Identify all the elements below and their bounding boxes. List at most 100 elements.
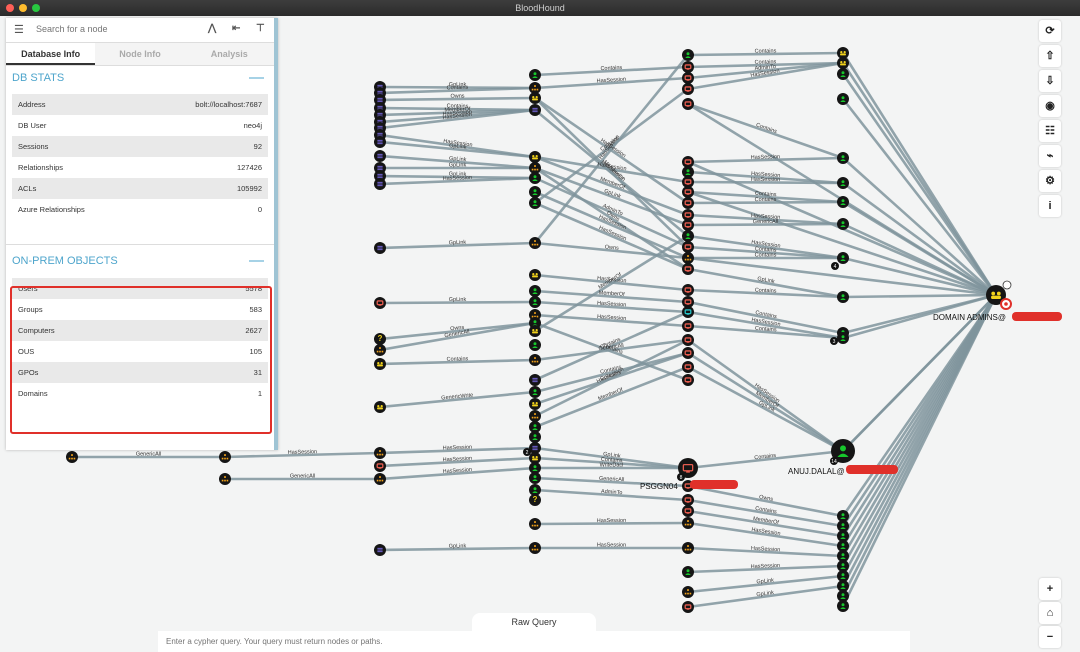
graph-node-computer[interactable] (682, 98, 694, 110)
graph-canvas[interactable]: GpLinkContainsOwnsContainsMemberOfHasSes… (0, 16, 1080, 652)
graph-node-user[interactable] (529, 462, 541, 474)
node-circle[interactable] (374, 358, 386, 370)
node-circle[interactable] (682, 347, 694, 359)
node-circle[interactable] (682, 176, 694, 188)
graph-node-user[interactable] (837, 510, 849, 522)
graph-node-computer[interactable] (682, 296, 694, 308)
graph-node-group[interactable] (986, 285, 1006, 305)
node-circle[interactable] (682, 306, 694, 318)
graph-node-group[interactable] (529, 452, 541, 464)
graph-node-user[interactable] (529, 172, 541, 184)
graph-node-ou[interactable] (219, 473, 231, 485)
graph-node-user[interactable] (837, 68, 849, 80)
graph-node-unknown[interactable]: ? (529, 494, 541, 506)
graph-node-computer[interactable] (682, 263, 694, 275)
node-circle[interactable] (529, 237, 541, 249)
node-search-input[interactable] (34, 23, 188, 35)
node-circle[interactable] (529, 269, 541, 281)
graph-node-group[interactable] (529, 398, 541, 410)
info-icon[interactable]: i (1039, 195, 1061, 217)
node-circle[interactable] (682, 83, 694, 95)
graph-node-group[interactable] (837, 57, 849, 69)
graph-node-computer[interactable] (682, 601, 694, 613)
node-circle[interactable] (374, 297, 386, 309)
graph-node-computer[interactable] (682, 61, 694, 73)
graph-node-ou[interactable] (529, 82, 541, 94)
graph-node-user[interactable] (529, 285, 541, 297)
graph-node-ou[interactable] (682, 517, 694, 529)
settings-icon[interactable]: ◉ (1039, 95, 1061, 117)
node-circle[interactable] (682, 542, 694, 554)
graph-node-user[interactable] (837, 590, 849, 602)
node-circle[interactable] (529, 92, 541, 104)
graph-node-computer[interactable] (682, 72, 694, 84)
graph-node-gpo[interactable] (529, 374, 541, 386)
graph-node-user[interactable] (837, 600, 849, 612)
graph-node-computer[interactable] (682, 284, 694, 296)
graph-node-user[interactable] (837, 152, 849, 164)
graph-node-user[interactable] (529, 386, 541, 398)
node-circle[interactable] (682, 284, 694, 296)
menu-icon[interactable]: ☰ (14, 24, 24, 36)
graph-node-gpo[interactable] (374, 242, 386, 254)
graph-node-computer[interactable] (682, 334, 694, 346)
graph-node-ou[interactable] (374, 344, 386, 356)
graph-node-user[interactable] (682, 230, 694, 242)
graph-node-ou[interactable] (374, 447, 386, 459)
filter-icon[interactable]: ⊤ (256, 23, 265, 34)
graph-node-ou[interactable] (219, 451, 231, 463)
node-circle[interactable] (529, 494, 541, 506)
graph-node-teal[interactable] (682, 306, 694, 318)
graph-node-computer[interactable] (682, 197, 694, 209)
graph-node-ou[interactable] (374, 473, 386, 485)
node-circle[interactable] (374, 401, 386, 413)
node-circle[interactable] (837, 57, 849, 69)
node-circle[interactable] (682, 252, 694, 264)
graph-node-user[interactable] (837, 550, 849, 562)
graph-node-user[interactable] (529, 484, 541, 496)
node-circle[interactable] (837, 47, 849, 59)
graph-node-user[interactable] (529, 472, 541, 484)
graph-node-user[interactable] (529, 339, 541, 351)
graph-node-gpo[interactable] (374, 178, 386, 190)
graph-node-user[interactable] (529, 69, 541, 81)
node-circle[interactable] (374, 447, 386, 459)
gears-icon[interactable]: ⚙ (1039, 170, 1061, 192)
graph-node-ou[interactable] (66, 451, 78, 463)
node-circle[interactable] (529, 82, 541, 94)
graph-node-group[interactable] (374, 401, 386, 413)
pathfinding-icon[interactable]: ⋀ (208, 23, 217, 34)
node-circle[interactable] (529, 151, 541, 163)
raw-query-toggle[interactable]: Raw Query (472, 613, 596, 631)
node-circle[interactable] (682, 219, 694, 231)
node-circle[interactable] (374, 460, 386, 472)
tab-database-info[interactable]: Database Info (6, 43, 96, 65)
graph-node-user[interactable] (837, 291, 849, 303)
graph-node-computer[interactable] (682, 241, 694, 253)
home-icon[interactable]: ⌂ (1039, 602, 1061, 624)
list-icon[interactable]: ☷ (1039, 120, 1061, 142)
node-circle[interactable] (682, 72, 694, 84)
graph-node-user[interactable] (837, 196, 849, 208)
graph-node-computer[interactable] (374, 460, 386, 472)
node-circle[interactable] (682, 61, 694, 73)
node-circle[interactable] (682, 320, 694, 332)
download-icon[interactable]: ⇩ (1039, 70, 1061, 92)
graph-node-ou[interactable] (529, 162, 541, 174)
graph-node-group[interactable] (529, 151, 541, 163)
node-circle[interactable] (682, 186, 694, 198)
node-circle[interactable] (682, 601, 694, 613)
graph-node-computer[interactable] (682, 83, 694, 95)
graph-node-user[interactable] (529, 296, 541, 308)
node-circle[interactable] (219, 451, 231, 463)
node-circle[interactable] (682, 374, 694, 386)
graph-node-ou[interactable] (529, 542, 541, 554)
zoom-out-icon[interactable]: − (1039, 626, 1061, 648)
node-circle[interactable] (682, 361, 694, 373)
graph-node-computer[interactable] (682, 505, 694, 517)
node-circle[interactable] (219, 473, 231, 485)
node-circle[interactable] (986, 285, 1006, 305)
graph-node-computer[interactable] (682, 494, 694, 506)
graph-node-gpo[interactable] (529, 104, 541, 116)
